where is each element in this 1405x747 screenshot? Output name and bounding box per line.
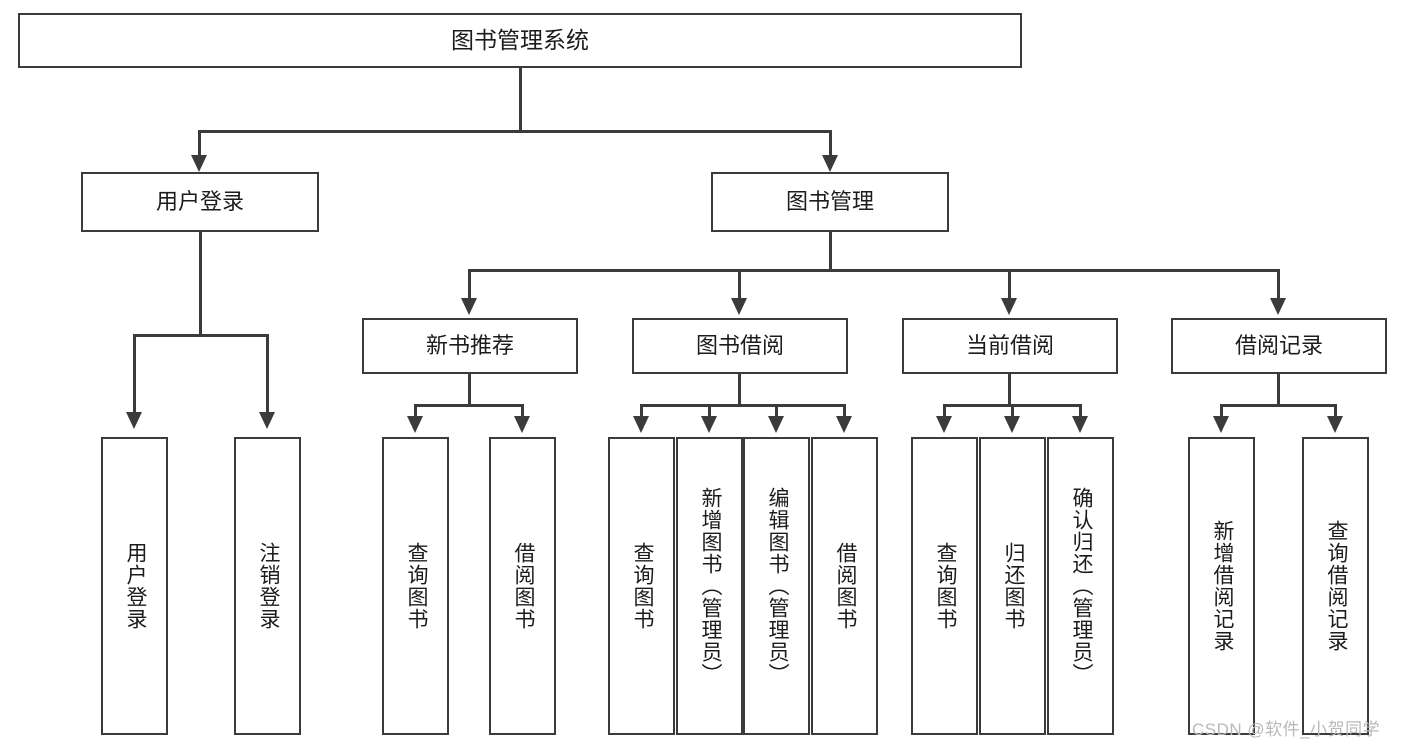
connector-new-book-drop-2 (521, 404, 524, 420)
node-label: 注销登录 (256, 542, 280, 630)
node-label: 新增图书（管理员） (698, 487, 722, 685)
node-label: 图书管理系统 (451, 26, 589, 53)
arrowhead-user-login-leaf-2 (259, 412, 275, 429)
node-label: 查询图书 (630, 542, 654, 630)
connector-book-borrow-drop-2 (708, 404, 711, 420)
node-label: 归还图书 (1001, 542, 1025, 630)
connector-borrow-record-drop-2 (1334, 404, 1337, 420)
node-label: 查询借阅记录 (1324, 520, 1348, 652)
arrowhead-new-book-leaf-1 (407, 416, 423, 433)
leaf-return-book[interactable]: 归还图书 (979, 437, 1046, 735)
leaf-query-book-recommend[interactable]: 查询图书 (382, 437, 449, 735)
connector-current-borrow-drop-1 (943, 404, 946, 420)
arrowhead-book-borrow-leaf-2 (701, 416, 717, 433)
connector-current-borrow-drop-2 (1011, 404, 1014, 420)
connector-level3-bar (468, 269, 1280, 272)
node-root-book-management-system[interactable]: 图书管理系统 (18, 13, 1022, 68)
node-label: 新书推荐 (425, 332, 514, 358)
arrowhead-new-book-leaf-2 (514, 416, 530, 433)
connector-level2-bar (198, 130, 832, 133)
connector-book-borrow-drop-4 (843, 404, 846, 420)
connector-book-management-stem (829, 232, 832, 272)
node-borrow-record[interactable]: 借阅记录 (1171, 318, 1387, 374)
connector-level2-drop-2 (829, 130, 832, 160)
node-label: 查询图书 (933, 542, 957, 630)
connector-book-borrow-drop-1 (640, 404, 643, 420)
arrowhead-level3-3 (1001, 298, 1017, 315)
connector-level3-drop-1 (468, 269, 471, 301)
connector-new-book-bar (414, 404, 524, 407)
connector-user-login-bar (133, 334, 268, 337)
leaf-add-book-admin[interactable]: 新增图书（管理员） (676, 437, 743, 735)
node-book-borrow[interactable]: 图书借阅 (632, 318, 848, 374)
connector-user-login-drop-1 (133, 334, 136, 416)
leaf-edit-book-admin[interactable]: 编辑图书（管理员） (743, 437, 810, 735)
node-user-login[interactable]: 用户登录 (81, 172, 319, 232)
connector-user-login-drop-2 (266, 334, 269, 416)
leaf-borrow-book[interactable]: 借阅图书 (811, 437, 878, 735)
node-label: 编辑图书（管理员） (765, 487, 789, 685)
connector-book-borrow-drop-3 (775, 404, 778, 420)
arrowhead-current-borrow-leaf-3 (1072, 416, 1088, 433)
connector-current-borrow-drop-3 (1079, 404, 1082, 420)
connector-borrow-record-bar (1220, 404, 1337, 407)
node-new-book-recommend[interactable]: 新书推荐 (362, 318, 578, 374)
node-label: 查询图书 (404, 542, 428, 630)
node-label: 借阅图书 (833, 542, 857, 630)
node-current-borrow[interactable]: 当前借阅 (902, 318, 1118, 374)
node-label: 当前借阅 (965, 332, 1054, 358)
connector-borrow-record-drop-1 (1220, 404, 1223, 420)
connector-level3-drop-3 (1008, 269, 1011, 301)
node-book-management[interactable]: 图书管理 (711, 172, 949, 232)
leaf-borrow-book-recommend[interactable]: 借阅图书 (489, 437, 556, 735)
leaf-add-borrow-record[interactable]: 新增借阅记录 (1188, 437, 1255, 735)
arrowhead-level2-2 (822, 155, 838, 172)
leaf-query-book-borrow[interactable]: 查询图书 (608, 437, 675, 735)
connector-book-borrow-stem (738, 374, 741, 406)
arrowhead-level3-1 (461, 298, 477, 315)
node-label: 确认归还（管理员） (1069, 487, 1093, 685)
leaf-logout[interactable]: 注销登录 (234, 437, 301, 735)
node-label: 图书管理 (785, 188, 874, 214)
arrowhead-current-borrow-leaf-2 (1004, 416, 1020, 433)
arrowhead-user-login-leaf-1 (126, 412, 142, 429)
leaf-query-book-current[interactable]: 查询图书 (911, 437, 978, 735)
connector-level3-drop-2 (738, 269, 741, 301)
arrowhead-borrow-record-leaf-2 (1327, 416, 1343, 433)
arrowhead-borrow-record-leaf-1 (1213, 416, 1229, 433)
node-label: 图书借阅 (695, 332, 784, 358)
node-label: 借阅图书 (511, 542, 535, 630)
connector-new-book-drop-1 (414, 404, 417, 420)
connector-level3-drop-4 (1277, 269, 1280, 301)
connector-level2-drop-1 (198, 130, 201, 160)
arrowhead-current-borrow-leaf-1 (936, 416, 952, 433)
arrowhead-level2-1 (191, 155, 207, 172)
node-label: 新增借阅记录 (1210, 520, 1234, 652)
leaf-query-borrow-record[interactable]: 查询借阅记录 (1302, 437, 1369, 735)
node-label: 借阅记录 (1234, 332, 1323, 358)
connector-borrow-record-stem (1277, 374, 1280, 406)
arrowhead-book-borrow-leaf-1 (633, 416, 649, 433)
connector-book-borrow-bar (640, 404, 846, 407)
connector-root-stem (519, 68, 522, 132)
leaf-user-login[interactable]: 用户登录 (101, 437, 168, 735)
arrowhead-level3-2 (731, 298, 747, 315)
arrowhead-book-borrow-leaf-3 (768, 416, 784, 433)
node-label: 用户登录 (155, 188, 244, 214)
arrowhead-level3-4 (1270, 298, 1286, 315)
connector-new-book-stem (468, 374, 471, 406)
csdn-watermark: CSDN @软件_小贺同学 (1192, 720, 1381, 739)
connector-current-borrow-stem (1008, 374, 1011, 406)
arrowhead-book-borrow-leaf-4 (836, 416, 852, 433)
leaf-confirm-return-admin[interactable]: 确认归还（管理员） (1047, 437, 1114, 735)
connector-user-login-stem (199, 232, 202, 336)
node-label: 用户登录 (123, 542, 147, 630)
